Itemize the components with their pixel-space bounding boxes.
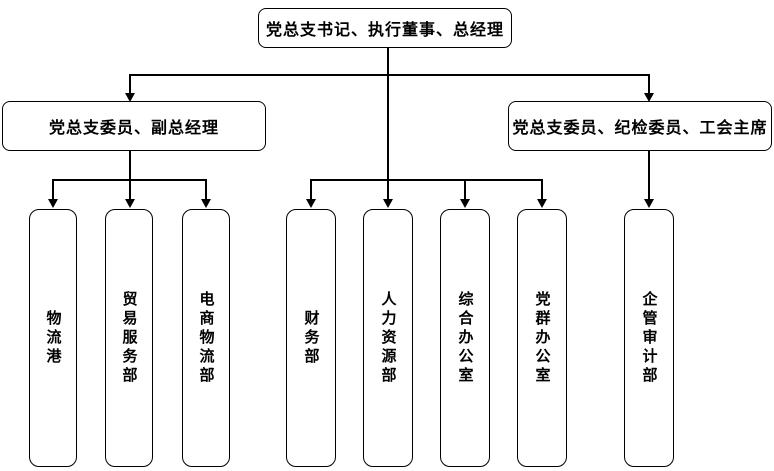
arrowhead-to-general-office — [460, 199, 470, 208]
dept-logistics-port: 物流港 — [29, 209, 77, 467]
dept-human-resources: 人力资源部 — [363, 209, 413, 467]
connector-drop-left-manager — [129, 74, 131, 94]
dept-human-resources-label: 人力资源部 — [379, 290, 397, 386]
connector-drop-general-office — [464, 179, 466, 200]
connector-right-manager-stem — [648, 151, 650, 199]
arrowhead-to-finance — [306, 199, 316, 208]
connector-drop-ecommerce-logistics — [205, 179, 207, 200]
dept-general-office-label: 综合办公室 — [456, 290, 474, 386]
arrowhead-to-hr-dept — [383, 199, 393, 208]
connector-rail-level1 — [129, 74, 650, 76]
dept-general-office: 综合办公室 — [440, 209, 490, 467]
dept-trade-service: 贸易服务部 — [105, 209, 153, 467]
node-discipline-union-chairman-label: 党总支委员、纪检委员、工会主席 — [512, 120, 768, 137]
arrowhead-to-logistics-port — [48, 199, 58, 208]
node-root-secretary-director-gm: 党总支书记、执行董事、总经理 — [258, 8, 512, 48]
arrowhead-to-trade-service — [125, 199, 135, 208]
dept-finance-label: 财务部 — [302, 309, 320, 367]
arrowhead-to-enterprise-audit — [644, 199, 654, 208]
arrowhead-to-party-mass-office — [537, 199, 547, 208]
node-discipline-union-chairman: 党总支委员、纪检委员、工会主席 — [508, 101, 772, 151]
node-deputy-general-manager-label: 党总支委员、副总经理 — [48, 120, 219, 137]
dept-ecommerce-logistics-label: 电商物流部 — [197, 290, 215, 386]
connector-root-stem — [387, 48, 389, 199]
connector-left-manager-stem — [129, 151, 131, 181]
node-root-label: 党总支书记、执行董事、总经理 — [265, 22, 504, 39]
arrowhead-to-left-manager — [125, 93, 135, 102]
connector-drop-right-manager — [648, 74, 650, 94]
dept-party-mass-office-label: 党群办公室 — [533, 290, 551, 386]
dept-enterprise-audit: 企管审计部 — [624, 209, 674, 467]
dept-logistics-port-label: 物流港 — [44, 309, 62, 367]
connector-drop-logistics-port — [52, 179, 54, 200]
node-deputy-general-manager: 党总支委员、副总经理 — [2, 101, 266, 151]
dept-enterprise-audit-label: 企管审计部 — [640, 290, 658, 386]
dept-ecommerce-logistics: 电商物流部 — [182, 209, 230, 467]
connector-rail-middle-group — [310, 179, 543, 181]
connector-drop-finance — [310, 179, 312, 200]
dept-party-mass-office: 党群办公室 — [517, 209, 567, 467]
connector-drop-trade-service — [129, 179, 131, 200]
arrowhead-to-ecommerce-logistics — [201, 199, 211, 208]
dept-finance: 财务部 — [286, 209, 336, 467]
arrowhead-to-right-manager — [644, 93, 654, 102]
connector-drop-party-mass-office — [541, 179, 543, 200]
dept-trade-service-label: 贸易服务部 — [120, 290, 138, 386]
